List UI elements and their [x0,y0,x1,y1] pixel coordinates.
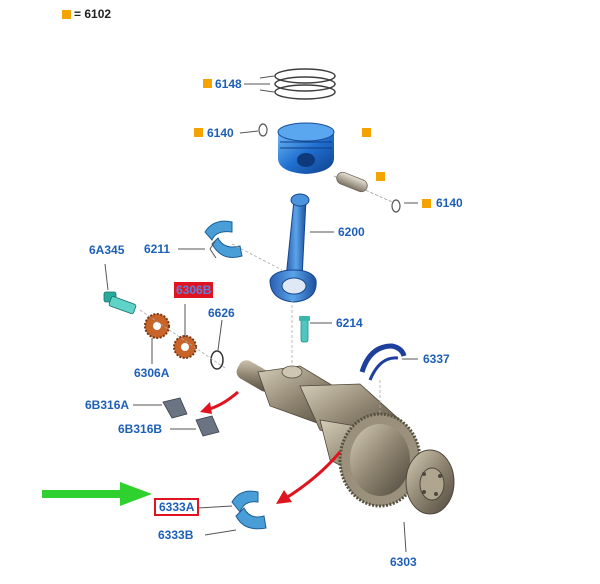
legend-callout-square [62,10,71,19]
label-6211: 6211 [144,242,171,256]
thrust-pad-6b316b [195,415,220,437]
piston [277,122,335,174]
piston-rings [274,68,336,100]
gear-6306a [144,313,170,339]
thrust-washer-6337 [359,343,407,381]
piston-pin-clip-lower [391,199,401,213]
label-6306a: 6306A [134,366,170,380]
label-6200: 6200 [338,225,365,239]
rod-bolt [299,316,310,343]
connecting-rod [269,193,317,303]
label-6333a: 6333A [154,498,200,516]
piston-pin [333,171,393,203]
label-6140-upper: 6140 [207,126,234,140]
legend-prefix: = [74,7,82,21]
label-6337: 6337 [423,352,450,366]
legend: = 6102 [74,7,111,21]
label-6626: 6626 [208,306,235,320]
label-6306b: 6306B [174,282,214,298]
callout-square-6140a [194,128,203,137]
callout-square-pin [376,172,385,181]
label-6333b: 6333B [158,528,194,542]
piston-pin-clip-upper [258,123,268,137]
thrust-pad-6b316a [162,397,188,419]
bolt-6a345 [103,291,137,315]
label-6214: 6214 [336,316,363,330]
leader-lines [104,75,418,553]
red-arrow-lower [276,451,342,504]
label-6b316a: 6B316A [85,398,130,412]
gear-6306b [173,335,197,359]
callout-square-6148 [203,79,212,88]
callout-square-6140b [422,199,431,208]
main-bearing-6333 [231,490,267,530]
rod-bearing-6211 [204,220,283,271]
legend-code: 6102 [84,7,112,21]
label-6140-lower: 6140 [436,196,463,210]
label-6a345: 6A345 [89,243,125,257]
crankshaft [236,300,455,515]
o-ring-6626 [210,350,224,370]
red-arrow-upper [200,390,239,414]
green-arrow [42,482,152,506]
callout-square-piston [362,128,371,137]
label-6b316b: 6B316B [118,422,163,436]
label-6148: 6148 [215,77,242,91]
label-6303: 6303 [390,555,417,569]
